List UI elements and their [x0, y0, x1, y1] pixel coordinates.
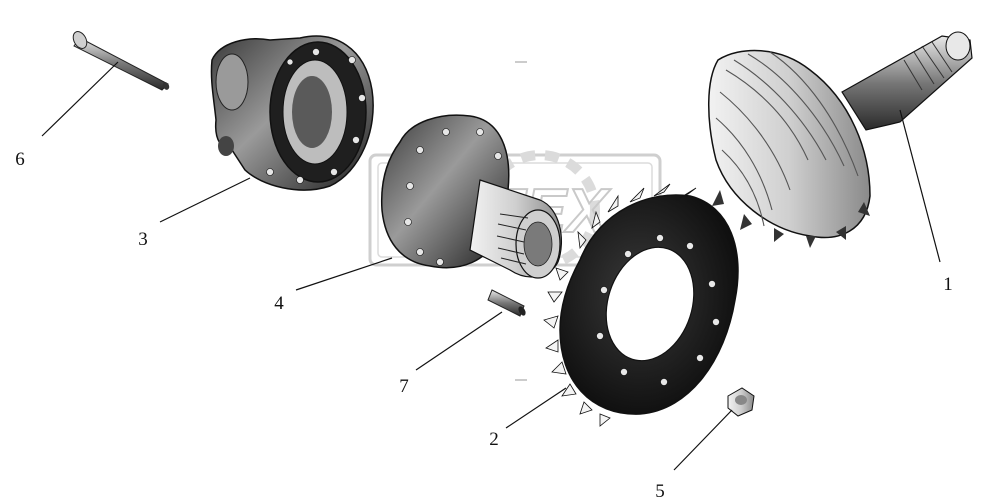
- callout-1: 1: [943, 274, 953, 295]
- pin-part-7: [487, 289, 526, 317]
- callout-6: 6: [15, 149, 25, 170]
- housing-right-part-4: [380, 114, 562, 279]
- leader-line-5: [673, 409, 733, 471]
- leader-line-2: [505, 387, 567, 429]
- drive-pinion-part-1: [707, 31, 973, 248]
- callout-5: 5: [655, 481, 665, 502]
- leader-line-3: [159, 177, 251, 223]
- leader-line-4: [295, 257, 393, 291]
- housing-left-part-3: [210, 35, 374, 191]
- nut-part-5: [727, 387, 755, 417]
- callout-2: 2: [489, 429, 499, 450]
- leader-line-1: [899, 109, 941, 263]
- ring-gear-part-2: [543, 183, 739, 427]
- callout-7: 7: [399, 376, 409, 397]
- callout-3: 3: [138, 229, 148, 250]
- leader-line-6: [41, 61, 119, 137]
- callout-4: 4: [274, 293, 284, 314]
- bolt-part-6: [72, 31, 170, 91]
- leader-line-7: [415, 311, 503, 371]
